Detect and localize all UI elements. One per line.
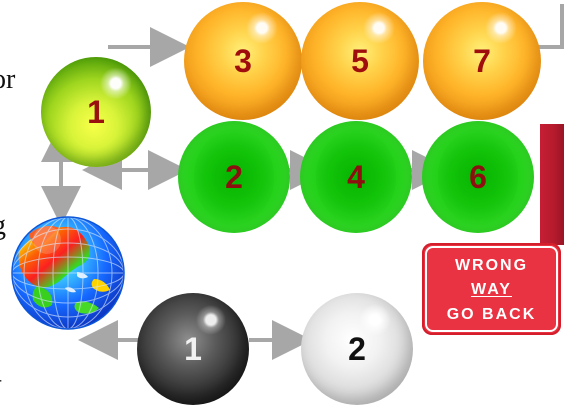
- cropped-edge-text-middle: g: [0, 212, 6, 240]
- orange-ball-7-label: 7: [473, 43, 491, 79]
- green-ball-6: 6: [422, 121, 534, 233]
- green-ball-2-label: 2: [225, 159, 243, 195]
- green-ball-4: 4: [300, 121, 412, 233]
- green-ball-2: 2: [178, 121, 290, 233]
- sign-post: [540, 124, 564, 245]
- start-ball-1-label: 1: [87, 94, 105, 130]
- sign-line-way: WAY: [471, 281, 512, 298]
- sign-line-go-back: GO BACK: [446, 306, 537, 323]
- start-ball-1: 1: [41, 57, 151, 167]
- cropped-edge-text-bottom: -: [0, 370, 2, 388]
- green-ball-4-label: 4: [347, 159, 365, 195]
- orange-ball-3: 3: [184, 2, 302, 120]
- orange-ball-3-label: 3: [234, 43, 252, 79]
- wrong-way-sign: WRONG WAY GO BACK: [422, 243, 561, 335]
- white-ball-2-label: 2: [348, 331, 366, 367]
- orange-ball-5: 5: [301, 2, 419, 120]
- globe-graphic: [11, 216, 125, 330]
- white-ball-2: 2: [301, 293, 413, 405]
- cropped-edge-text-top: or: [0, 64, 16, 95]
- orange-ball-7: 7: [423, 2, 541, 120]
- globe-icon: [11, 216, 125, 330]
- green-ball-6-label: 6: [469, 159, 487, 195]
- sign-line-wrong: WRONG: [454, 257, 529, 274]
- black-ball-1: 1: [137, 293, 249, 405]
- black-ball-1-label: 1: [184, 331, 202, 367]
- orange-ball-5-label: 5: [351, 43, 369, 79]
